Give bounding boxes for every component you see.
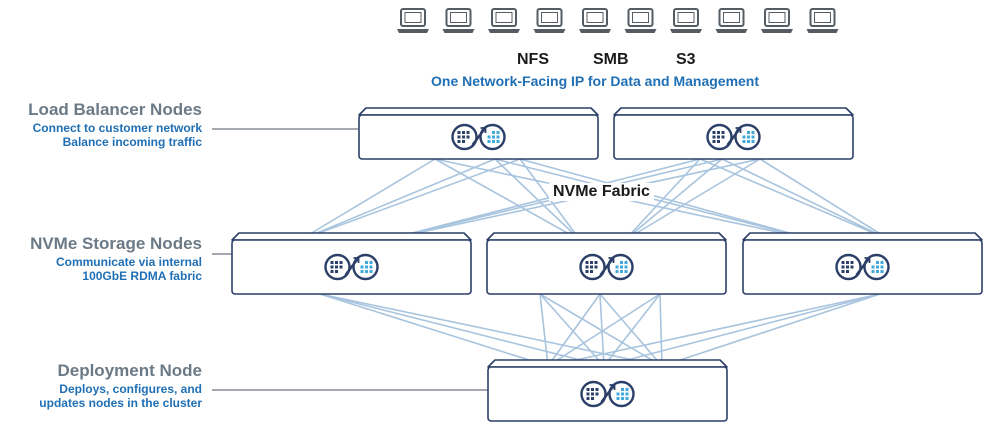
protocol-smb: SMB	[593, 51, 629, 68]
fabric-link	[299, 158, 521, 241]
laptop-icon	[715, 8, 748, 33]
fabric-link	[539, 293, 549, 367]
fabric-link	[659, 293, 663, 367]
fabric-link	[603, 293, 661, 367]
fabric-link	[384, 158, 701, 241]
fabric-link	[539, 293, 663, 367]
load-balancer-desc-line-2: Balance incoming traffic	[62, 135, 202, 149]
storage-node	[742, 232, 983, 295]
storage-node	[231, 232, 472, 295]
deployment-desc-line-2: updates nodes in the cluster	[39, 396, 202, 410]
storage-title: NVMe Storage Nodes	[30, 234, 202, 253]
laptop-icon	[806, 8, 839, 33]
deployment-title: Deployment Node	[57, 361, 202, 380]
client-laptops	[397, 8, 839, 33]
load-balancer-node	[613, 107, 854, 160]
fabric-link	[299, 158, 436, 241]
infinity-logo-icon	[579, 253, 634, 281]
infinity-logo-icon	[451, 123, 506, 151]
laptop-icon	[624, 8, 657, 33]
deployment-node	[487, 359, 728, 422]
fabric-link	[759, 158, 891, 241]
fabric-link	[494, 158, 816, 241]
fabric-link	[519, 158, 816, 241]
fabric-link	[603, 293, 881, 367]
network-ip-headline: One Network-Facing IP for Data and Manag…	[431, 73, 760, 89]
leader-lines	[212, 128, 488, 391]
fabric-link	[661, 293, 881, 367]
fabric-link	[319, 293, 549, 367]
infinity-logo-icon	[835, 253, 890, 281]
fabric-link	[624, 158, 701, 241]
fabric-link	[624, 158, 723, 241]
laptop-icon	[442, 8, 475, 33]
laptop-icon	[533, 8, 566, 33]
fabric-link	[547, 293, 661, 367]
laptop-icon	[670, 8, 702, 33]
fabric-link	[547, 293, 601, 367]
storage-node	[486, 232, 727, 295]
fabric-link	[721, 158, 891, 241]
protocol-s3: S3	[676, 51, 696, 68]
infinity-logo-icon	[706, 123, 761, 151]
storage-desc-line-2: 100GbE RDMA fabric	[82, 269, 202, 283]
laptop-icon	[761, 8, 793, 33]
laptop-icon	[579, 8, 611, 33]
fabric-link	[319, 293, 663, 367]
protocol-nfs: NFS	[517, 51, 549, 68]
fabric-link	[699, 158, 891, 241]
laptop-icon	[397, 8, 429, 33]
nodes	[231, 107, 983, 422]
load-balancer-node	[358, 107, 599, 160]
load-balancer-desc-line-1: Connect to customer network	[32, 121, 202, 135]
nvme-fabric-label: NVMe Fabric	[549, 183, 654, 201]
infinity-logo-icon	[580, 380, 635, 408]
infinity-logo-icon	[324, 253, 379, 281]
fabric-link	[434, 158, 581, 241]
storage-desc-line-1: Communicate via internal	[55, 255, 202, 269]
load-balancer-title: Load Balancer Nodes	[28, 100, 202, 119]
fabric-link	[624, 158, 761, 241]
fabric-link	[494, 158, 581, 241]
laptop-icon	[488, 8, 520, 33]
fabric-link	[299, 158, 496, 241]
fabric-link	[319, 293, 605, 367]
fabric-link	[547, 293, 881, 367]
deployment-desc-line-1: Deploys, configures, and	[59, 382, 202, 396]
fabric-link	[539, 293, 605, 367]
